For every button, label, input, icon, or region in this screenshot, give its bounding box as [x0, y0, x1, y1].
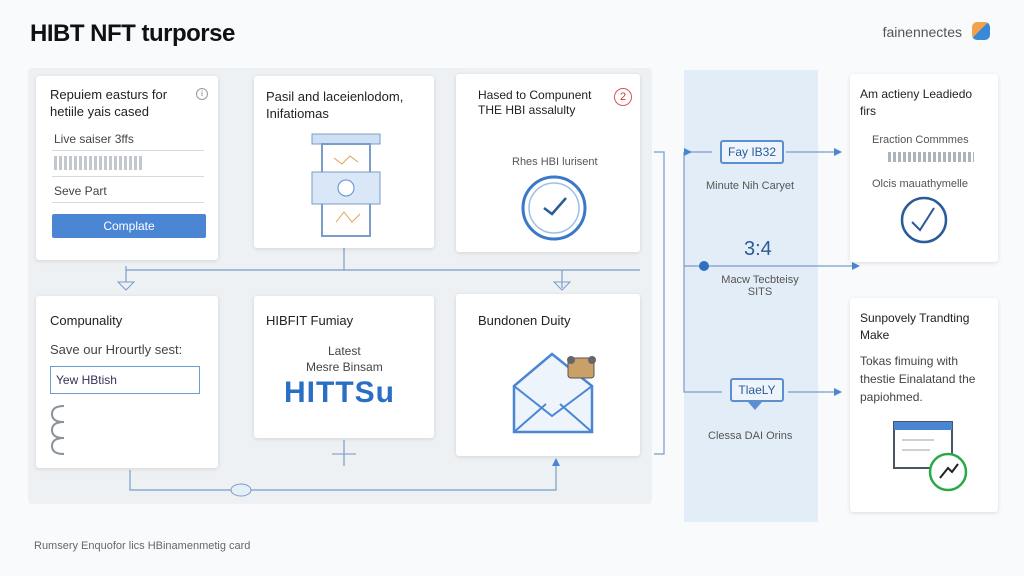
card-family: HIBFIT Fumiay Latest Mesre Binsam HITTSu [254, 296, 434, 438]
card-caption: Rhes HBI lurisent [512, 156, 598, 168]
card-trending: Sunpovely Trandting Make Tokas fimuing w… [850, 298, 998, 512]
card-component: Hased to Compunent THE HBI assalulty 2 R… [456, 74, 640, 252]
coil-icon [50, 405, 65, 455]
chevron-down-icon [748, 402, 762, 410]
card-requirements: Repuiem easturs for hetiile yais cased i… [36, 76, 218, 260]
flow-node-1[interactable]: Fay IB32 [720, 140, 784, 164]
browser-window-icon [893, 421, 968, 492]
card-initiations: Pasil and laceienlodom, Inifatiomas [254, 76, 434, 248]
card-line: Olcis mauathymelle [872, 178, 968, 190]
card-bundle: Bundonen Duity [456, 294, 640, 456]
card-title: Am actieny Leadiedo firs [860, 87, 973, 118]
field-label: Seve Part [54, 184, 107, 198]
field-divider [52, 150, 204, 151]
envelope-icon [512, 352, 596, 434]
field-label: Live saiser 3ffs [54, 132, 134, 146]
card-subtitle: Save our Hrourtly sest: [50, 342, 183, 357]
page-title: HIBT NFT turporse [30, 20, 235, 47]
hitt-logo: HITTSu [284, 376, 395, 409]
card-title: Compunality [50, 313, 123, 328]
card-activity: Am actieny Leadiedo firs Eraction Commme… [850, 74, 998, 262]
card-title: Pasil and laceienlodom, Inifatiomas [266, 89, 404, 121]
complete-button[interactable]: Complate [52, 214, 206, 238]
card-line: Mesre Binsam [306, 360, 383, 374]
hbt-input[interactable]: Yew HBtish [50, 366, 200, 394]
field-divider [52, 202, 204, 203]
card-body: Tokas fimuing with thestie Einalatand th… [860, 354, 976, 404]
field-divider [52, 176, 204, 177]
card-line: Latest [328, 344, 361, 358]
flow-node-3[interactable]: TlaeLY [730, 378, 784, 402]
brand-name: fainennectes [882, 24, 962, 40]
check-circle-icon [900, 196, 948, 244]
card-title: HIBFIT Fumiay [266, 313, 354, 328]
card-title: Bundonen Duity [478, 313, 571, 328]
flow-node-2-caption: Macw Tecbteisy SITS [721, 274, 799, 298]
card-title: Repuiem easturs for hetiile yais cased [50, 87, 168, 119]
card-title: Hased to Compunent THE HBI assalulty [478, 88, 592, 117]
info-icon: i [196, 88, 208, 100]
step-badge: 2 [614, 88, 632, 106]
flow-node-1-caption: Minute Nih Caryet [706, 180, 795, 192]
brand-logo-icon [972, 22, 990, 40]
footer-note: Rumsery Enquofor lics HBinamenmetig card [34, 540, 251, 552]
card-line: Eraction Commmes [872, 134, 969, 146]
card-title: Sunpovely Trandting Make [860, 311, 970, 342]
device-illustration-icon [311, 133, 381, 237]
clock-icon [521, 175, 587, 241]
data-bar-icon [888, 152, 974, 162]
flow-node-3-caption: Clessa DAI Orins [708, 430, 793, 442]
card-community: Compunality Save our Hrourtly sest: Yew … [36, 296, 218, 468]
flow-node-2: 3:4 [744, 238, 772, 260]
scribble-field[interactable] [54, 156, 142, 170]
